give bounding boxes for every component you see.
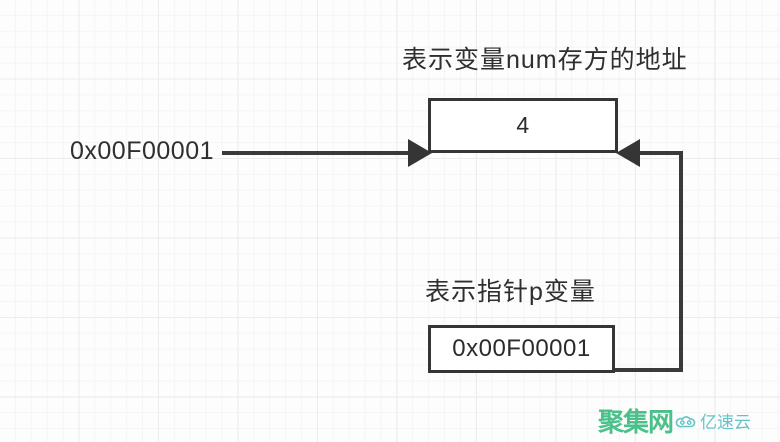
pointer-value-box: 0x00F00001 <box>428 325 615 373</box>
num-value-box: 4 <box>428 98 618 153</box>
watermark-sub-text: 亿速云 <box>700 413 752 433</box>
watermark: 聚集网 亿速云 <box>598 402 751 439</box>
arrowhead-left-icon <box>616 139 640 167</box>
pointer-value-text: 0x00F00001 <box>452 335 591 362</box>
connector-address-to-num <box>222 139 432 167</box>
watermark-sub: 亿速云 <box>675 408 751 433</box>
caption-num-address: 表示变量num存方的地址 <box>402 46 688 74</box>
cloud-icon <box>675 415 696 427</box>
caption-pointer-variable: 表示指针p变量 <box>425 278 596 306</box>
connector-line-elbow <box>615 151 683 372</box>
memory-address-label: 0x00F00001 <box>70 137 215 165</box>
arrowhead-right-icon <box>408 139 432 167</box>
connector-pointer-to-num <box>615 139 683 372</box>
watermark-brand-text: 聚集网 <box>598 408 674 438</box>
num-value-text: 4 <box>516 112 530 138</box>
